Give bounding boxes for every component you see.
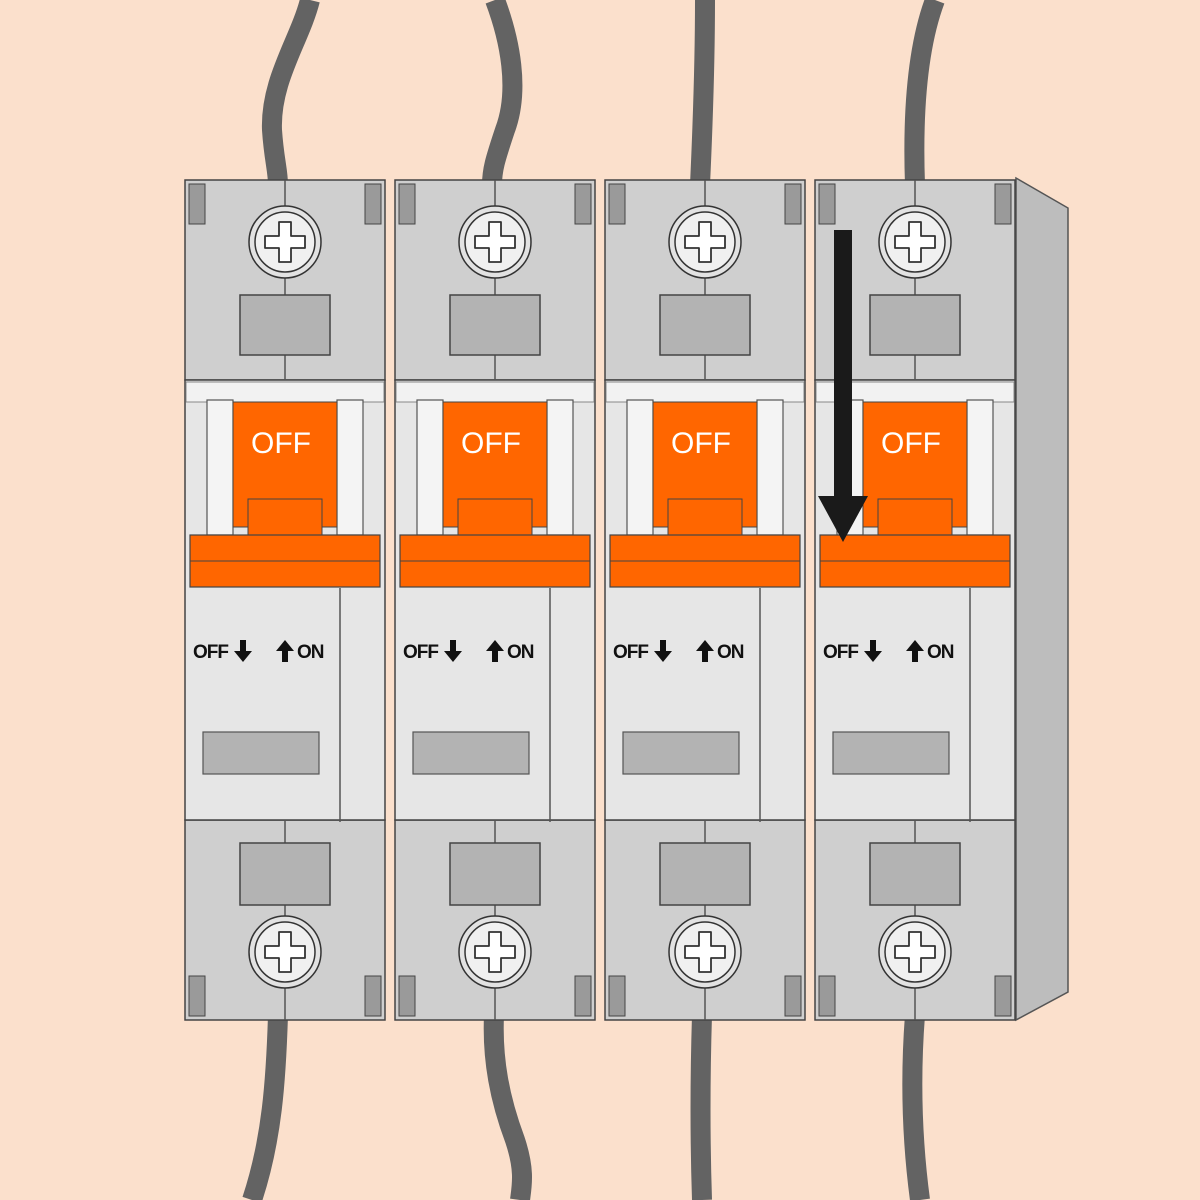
rating-window — [832, 731, 950, 775]
breaker-3: OFF OFF ON — [604, 179, 806, 1021]
off-marking: OFF — [613, 642, 648, 663]
clip-bl — [188, 975, 206, 1017]
terminal-window-top — [869, 294, 961, 356]
on-marking: ON — [507, 642, 534, 663]
clip-tr — [784, 183, 802, 225]
toggle-neck — [457, 498, 533, 535]
toggle-neck — [247, 498, 323, 535]
on-arrow-icon — [276, 640, 294, 662]
arrow-shaft — [834, 230, 852, 500]
wire-top-3 — [690, 0, 715, 186]
off-marking: OFF — [193, 642, 228, 663]
clip-bl — [398, 975, 416, 1017]
wire-top-1 — [261, 0, 320, 186]
toggle-rail-left — [626, 399, 654, 536]
breaker-2: OFF OFF ON — [394, 179, 596, 1021]
screw-slot-icon — [684, 221, 726, 263]
breaker-strip — [185, 381, 385, 403]
terminal-window-bottom — [659, 842, 751, 906]
toggle-rail-left — [206, 399, 234, 536]
side-panel — [1015, 176, 1069, 1022]
screw-slot-icon — [264, 221, 306, 263]
toggle-neck — [667, 498, 743, 535]
clip-tr — [574, 183, 592, 225]
toggle-rail-right — [756, 399, 784, 536]
terminal-window-top — [659, 294, 751, 356]
clip-br — [784, 975, 802, 1017]
wire-bottom-4 — [902, 1014, 930, 1200]
toggle-neck — [877, 498, 953, 535]
screw-slot-icon — [684, 931, 726, 973]
toggle-rail-right — [966, 399, 994, 536]
wires-top — [261, 0, 945, 186]
toggle-rail-right — [336, 399, 364, 536]
wire-bottom-1 — [242, 1014, 288, 1200]
clip-tr — [994, 183, 1012, 225]
on-marking: ON — [927, 642, 954, 663]
on-arrow-icon — [486, 640, 504, 662]
terminal-screw-bottom-icon — [878, 915, 952, 989]
rating-window — [412, 731, 530, 775]
toggle-label: OFF — [461, 427, 521, 460]
rating-window — [622, 731, 740, 775]
on-marking: ON — [717, 642, 744, 663]
screw-slot-icon — [474, 221, 516, 263]
wire-bottom-3 — [690, 1014, 712, 1200]
clip-bl — [818, 975, 836, 1017]
terminal-window-top — [239, 294, 331, 356]
off-marking: OFF — [403, 642, 438, 663]
terminal-window-bottom — [239, 842, 331, 906]
toggle-rail-left — [416, 399, 444, 536]
terminal-window-top — [449, 294, 541, 356]
breaker-strip — [605, 381, 805, 403]
wires-bottom — [242, 1014, 930, 1200]
on-marking: ON — [297, 642, 324, 663]
screw-slot-icon — [264, 931, 306, 973]
toggle-label: OFF — [881, 427, 941, 460]
screw-slot-icon — [894, 221, 936, 263]
toggle-label: OFF — [251, 427, 311, 460]
off-marking: OFF — [823, 642, 858, 663]
wire-bottom-2 — [483, 1014, 532, 1200]
breaker-strip — [395, 381, 595, 403]
on-arrow-icon — [696, 640, 714, 662]
terminal-screw-top-icon — [668, 205, 742, 279]
screw-slot-icon — [894, 931, 936, 973]
terminal-window-bottom — [449, 842, 541, 906]
terminal-screw-bottom-icon — [248, 915, 322, 989]
wire-top-2 — [482, 0, 523, 186]
rating-window — [202, 731, 320, 775]
terminal-window-bottom — [869, 842, 961, 906]
terminal-screw-top-icon — [458, 205, 532, 279]
terminal-screw-top-icon — [878, 205, 952, 279]
arrow-head — [818, 496, 868, 542]
toggle-rail-right — [546, 399, 574, 536]
terminal-screw-bottom-icon — [668, 915, 742, 989]
wire-top-4 — [904, 0, 945, 186]
clip-tr — [364, 183, 382, 225]
clip-bl — [608, 975, 626, 1017]
clip-tl — [188, 183, 206, 225]
terminal-screw-top-icon — [248, 205, 322, 279]
breaker-4: OFF OFF ON — [814, 179, 1016, 1021]
off-arrow-icon — [654, 640, 672, 662]
off-arrow-icon — [864, 640, 882, 662]
clip-tl — [818, 183, 836, 225]
off-arrow-icon — [444, 640, 462, 662]
clip-br — [994, 975, 1012, 1017]
on-arrow-icon — [906, 640, 924, 662]
clip-br — [574, 975, 592, 1017]
clip-tl — [608, 183, 626, 225]
breaker-1: OFF OFF ON — [184, 179, 386, 1021]
toggle-label: OFF — [671, 427, 731, 460]
clip-tl — [398, 183, 416, 225]
off-arrow-icon — [234, 640, 252, 662]
screw-slot-icon — [474, 931, 516, 973]
clip-br — [364, 975, 382, 1017]
arrow-down-icon — [818, 230, 868, 542]
terminal-screw-bottom-icon — [458, 915, 532, 989]
